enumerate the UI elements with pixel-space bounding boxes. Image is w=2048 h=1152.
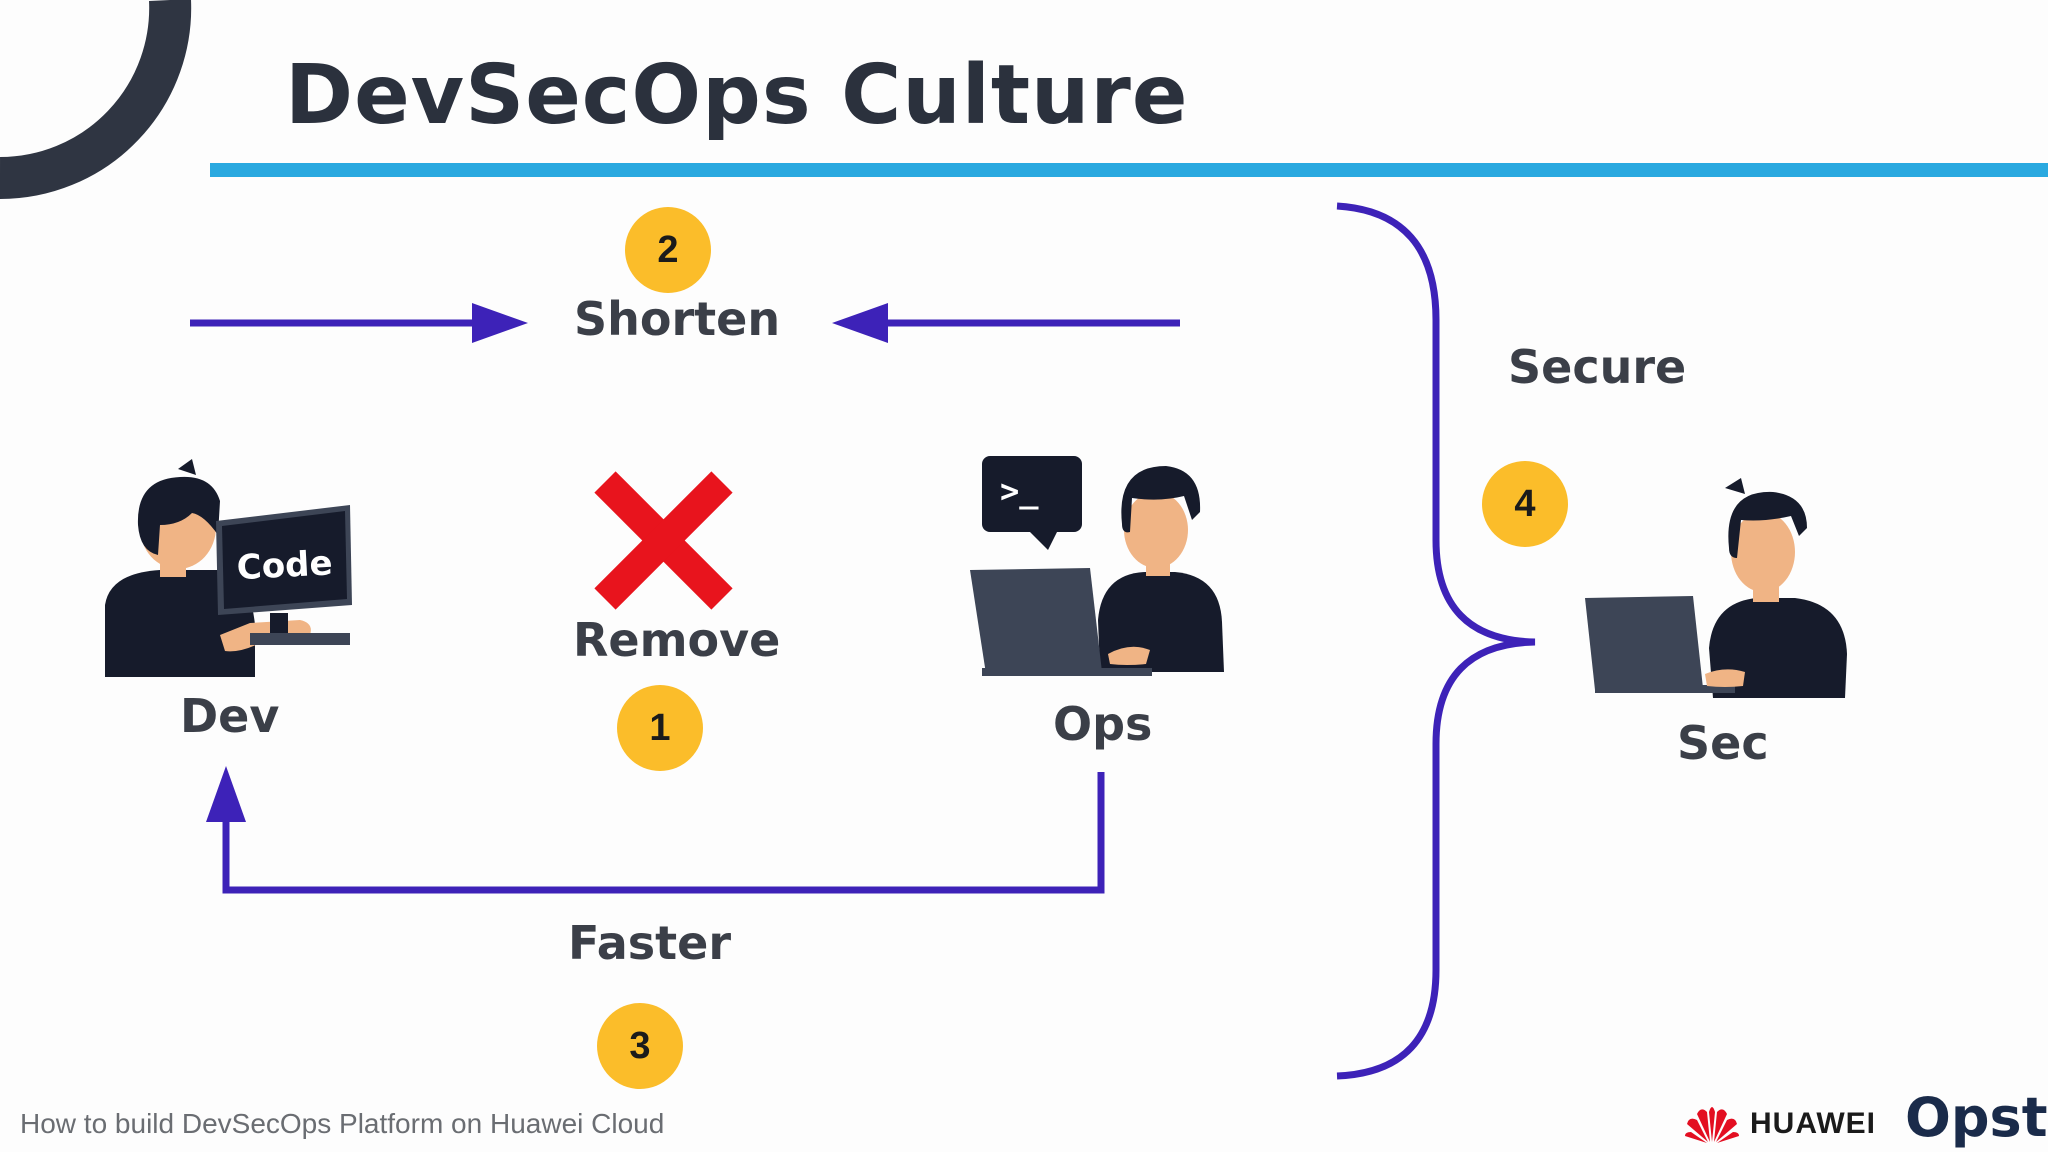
dev-label: Dev [180,689,280,743]
faster-label: Faster [568,916,732,970]
shorten-arrowhead-right [472,303,528,343]
slide-title: DevSecOps Culture [285,48,1189,143]
title-underline [210,163,2048,177]
step-badge-1: 1 [617,685,703,771]
shorten-label: Shorten [574,292,781,346]
faster-arrowhead [206,766,246,822]
step-badge-3: 3 [597,1003,683,1089]
dev-monitor-text: Code [236,543,334,588]
faster-arrow-path [222,772,1105,894]
huawei-wordmark: HUAWEI [1750,1107,1876,1140]
step-badge-2: 2 [625,207,711,293]
step-badge-4: 4 [1482,461,1568,547]
shorten-arrowhead-left [832,303,888,343]
secure-brace [1336,202,1536,1080]
secure-label: Secure [1508,340,1687,394]
ops-prompt-text: >_ [1000,472,1039,510]
remove-label: Remove [573,613,781,667]
opsta-wordmark: Opsta [1905,1086,2048,1149]
ops-person-icon: >_ [970,456,1224,676]
corner-arc-icon [0,0,192,200]
ops-label: Ops [1053,697,1153,751]
dev-person-icon: Code [105,459,352,677]
sec-label: Sec [1677,716,1769,770]
sec-person-icon [1585,478,1847,698]
huawei-logo-icon [1685,1107,1739,1143]
cross-icon [594,471,733,610]
footer-caption: How to build DevSecOps Platform on Huawe… [20,1108,665,1139]
